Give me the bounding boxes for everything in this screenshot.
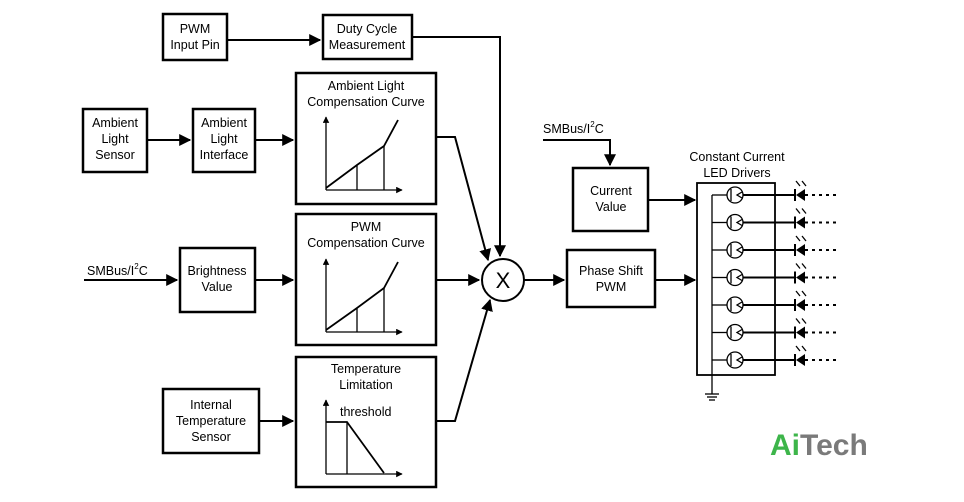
led-light-ray	[801, 318, 807, 324]
led-light-ray	[801, 345, 807, 352]
threshold-label: threshold	[340, 405, 391, 419]
current-source-arrow	[735, 301, 743, 309]
pwm-input-label-2: Input Pin	[170, 38, 219, 52]
current-source-arrow	[735, 246, 743, 254]
pwm-curve-label-2: Compensation Curve	[307, 236, 424, 250]
ambient-sensor-label-3: Sensor	[95, 148, 135, 162]
current-source-icon	[726, 296, 744, 314]
current-value-label-2: Value	[595, 200, 626, 214]
internal-temp-block: Internal Temperature Sensor	[161, 387, 261, 455]
duty-cycle-label-1: Duty Cycle	[337, 22, 397, 36]
duty-cycle-block: Duty Cycle Measurement	[321, 13, 414, 61]
ambient-curve-label-2: Compensation Curve	[307, 95, 424, 109]
current-source-arrow	[735, 191, 743, 199]
led-diode-icon	[796, 189, 805, 201]
internal-temp-label-1: Internal	[190, 398, 232, 412]
led-diode-icon	[796, 326, 805, 339]
phase-shift-label-1: Phase Shift	[579, 264, 643, 278]
aitech-logo: AiTech	[770, 429, 868, 462]
connections	[84, 34, 697, 427]
ambient-interface-label-3: Interface	[200, 148, 249, 162]
current-source-icon	[726, 213, 744, 232]
led-diode-icon	[796, 244, 805, 256]
current-source-arrow	[735, 328, 743, 337]
drivers-title-1: Constant Current	[689, 150, 785, 164]
current-source-icon	[726, 268, 744, 287]
temp-limit-graph	[322, 399, 403, 478]
duty-cycle-label-2: Measurement	[329, 38, 406, 52]
ambient-curve-graph	[322, 116, 403, 194]
brightness-label-2: Value	[201, 280, 232, 294]
current-source-icon	[726, 241, 744, 259]
ambient-sensor-label-2: Light	[101, 132, 129, 146]
ambient-interface-label-2: Light	[210, 132, 238, 146]
pwm-curve-block: PWM Compensation Curve	[294, 212, 438, 347]
led-light-ray	[795, 290, 801, 297]
current-source-arrow	[735, 218, 743, 227]
smbus-left-label: SMBus/I2C	[87, 262, 148, 278]
internal-temp-label-3: Sensor	[191, 430, 231, 444]
led-light-ray	[801, 263, 807, 269]
led-light-ray	[795, 263, 801, 269]
pwm-input-block: PWM Input Pin	[161, 12, 229, 62]
ambient-curve-block: Ambient Light Compensation Curve	[294, 71, 438, 206]
led-light-ray	[795, 318, 801, 324]
ambient-curve-label-1: Ambient Light	[328, 79, 405, 93]
current-value-label-1: Current	[590, 184, 632, 198]
current-source-icon	[726, 351, 744, 369]
temp-limit-block: Temperature Limitation threshold	[294, 355, 438, 489]
smbus-top-label: SMBus/I2C	[543, 120, 604, 136]
ambient-interface-label-1: Ambient	[201, 116, 247, 130]
logo-part-tech: Tech	[800, 429, 868, 462]
current-source-arrow	[735, 356, 743, 364]
led-light-ray	[795, 235, 801, 242]
pwm-curve-graph	[322, 258, 403, 336]
led-light-ray	[795, 208, 801, 214]
phase-shift-label-2: PWM	[596, 280, 627, 294]
led-light-ray	[801, 290, 807, 297]
led-driver-module	[696, 180, 838, 376]
temp-limit-label-2: Limitation	[339, 378, 393, 392]
current-value-block: Current Value	[571, 166, 650, 233]
phase-shift-block: Phase Shift PWM	[565, 248, 657, 309]
current-source-icon	[726, 323, 744, 342]
led-light-ray	[795, 345, 801, 352]
temp-limit-label-1: Temperature	[331, 362, 401, 376]
drivers-title-2: LED Drivers	[703, 166, 770, 180]
led-diode-icon	[796, 271, 805, 284]
led-diode-icon	[796, 216, 805, 229]
pwm-input-label-1: PWM	[180, 22, 211, 36]
multiplier-symbol: X	[496, 268, 511, 293]
brightness-block: Brightness Value	[178, 246, 257, 314]
pwm-curve-label-1: PWM	[351, 220, 382, 234]
led-light-ray	[801, 235, 807, 242]
ambient-interface-block: Ambient Light Interface	[191, 107, 257, 174]
logo-part-ai: Ai	[770, 429, 800, 462]
led-light-ray	[795, 180, 801, 187]
led-light-ray	[801, 180, 807, 187]
multiplier-node: X	[481, 258, 525, 302]
ground-symbol	[705, 375, 719, 401]
ambient-sensor-label-1: Ambient	[92, 116, 138, 130]
internal-temp-label-2: Temperature	[176, 414, 246, 428]
led-diode-icon	[796, 354, 805, 366]
led-diode-icon	[796, 299, 805, 311]
led-light-ray	[801, 208, 807, 214]
current-source-icon	[726, 186, 744, 204]
brightness-label-1: Brightness	[187, 264, 246, 278]
ambient-sensor-block: Ambient Light Sensor	[81, 107, 149, 174]
current-source-arrow	[735, 273, 743, 282]
